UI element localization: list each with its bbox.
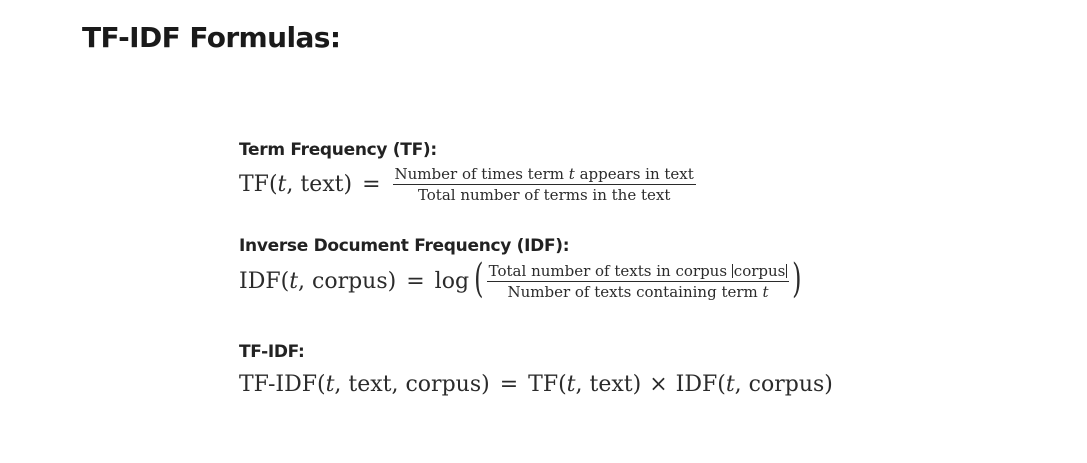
idf-num-abs: corpus: [731, 261, 788, 280]
tfidf-equals: =: [499, 372, 519, 397]
tfidf-times: ×: [649, 372, 668, 397]
idf-lhs-var: t: [289, 268, 299, 294]
idf-num-pre: Total number of texts in corpus: [488, 261, 732, 280]
idf-formula: IDF(t, corpus) = log ( Total number of t…: [239, 256, 803, 302]
tfidf-tf-var: t: [566, 372, 576, 397]
idf-denominator: Number of texts containing term t: [505, 282, 770, 301]
tf-denominator: Total number of terms in the text: [417, 186, 671, 204]
tf-fraction: Number of times term t appears in text T…: [392, 165, 696, 204]
idf-den-var: t: [762, 282, 769, 301]
idf-fraction: Total number of texts in corpus corpus N…: [486, 261, 790, 301]
tf-numerator: Number of times term t appears in text: [392, 165, 696, 185]
idf-lhs-rest: , corpus): [298, 268, 397, 294]
tf-num-post: appears in text: [574, 165, 694, 183]
idf-section-label: Inverse Document Frequency (IDF):: [239, 236, 570, 256]
tfidf-idf-name: IDF(: [675, 372, 726, 397]
tf-num-pre: Number of times term: [394, 165, 569, 183]
tfidf-lhs-name: TF-IDF(: [239, 372, 326, 397]
tf-lhs-open: (: [268, 172, 278, 197]
idf-paren-open: (: [474, 256, 484, 302]
tf-section-label: Term Frequency (TF):: [239, 140, 437, 160]
tfidf-tf-rest: , text): [575, 372, 642, 397]
tfidf-lhs-rest: , text, corpus): [334, 372, 490, 397]
idf-lhs-open: (: [280, 268, 290, 294]
tfidf-lhs-var: t: [325, 372, 335, 397]
tfidf-idf-var: t: [725, 372, 735, 397]
tf-lhs-var: t: [277, 172, 287, 197]
tfidf-formula: TF-IDF(t, text, corpus) = TF(t, text) × …: [239, 372, 833, 397]
tf-equals: =: [362, 172, 381, 197]
tf-lhs-rest: , text): [286, 172, 353, 197]
idf-lhs-name: IDF: [239, 268, 281, 294]
idf-numerator: Total number of texts in corpus corpus: [486, 261, 790, 282]
idf-log: log: [434, 268, 470, 294]
idf-paren-close: ): [792, 256, 802, 302]
page-title: TF-IDF Formulas:: [82, 21, 341, 54]
tfidf-section-label: TF-IDF:: [239, 342, 305, 362]
tfidf-idf-rest: , corpus): [734, 372, 833, 397]
tfidf-tf-name: TF(: [528, 372, 567, 397]
tf-formula: TF(t, text) = Number of times term t app…: [239, 165, 698, 204]
idf-den-pre: Number of texts containing term: [507, 282, 763, 301]
idf-equals: =: [406, 268, 425, 294]
tf-lhs-name: TF: [239, 172, 269, 197]
tf-num-var: t: [568, 165, 575, 183]
